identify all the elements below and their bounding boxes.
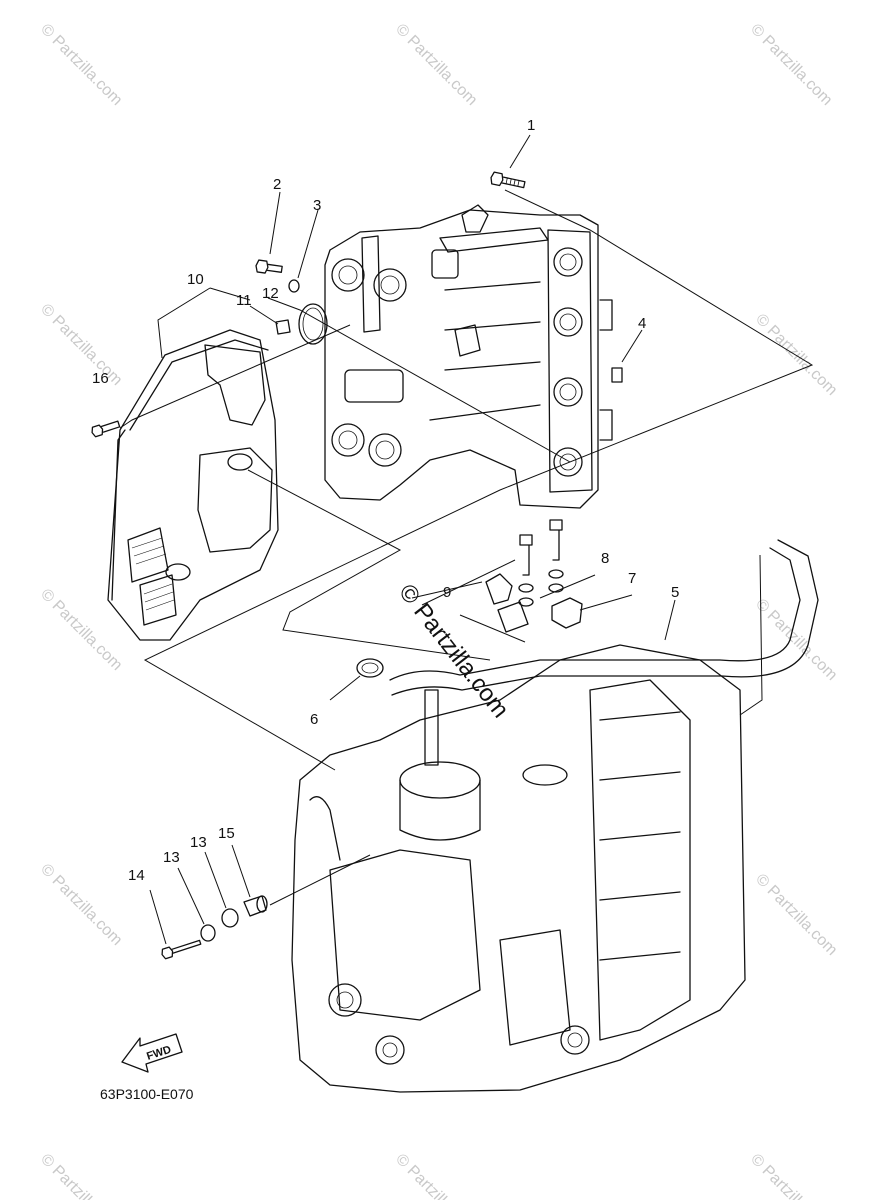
callout-11: 11 <box>236 292 252 309</box>
bolt-16 <box>91 420 121 438</box>
watermark-tr: © Partzilla.com <box>747 21 835 109</box>
callout-13b: 13 <box>190 834 207 851</box>
watermark-bl: © Partzilla.com <box>37 1151 125 1200</box>
callout-8: 8 <box>601 550 609 567</box>
bolts-8 <box>518 519 564 607</box>
callout-5: 5 <box>671 584 679 601</box>
watermark-tl: © Partzilla.com <box>37 21 125 109</box>
pin-4 <box>611 367 623 383</box>
watermark-ml: © Partzilla.com <box>37 301 125 389</box>
watermark-tc: © Partzilla.com <box>392 21 480 109</box>
fwd-arrow-icon: FWD <box>121 1033 183 1073</box>
hose-5 <box>389 539 819 696</box>
powerhead-block <box>291 644 746 1093</box>
watermark-l3: © Partzilla.com <box>37 861 125 949</box>
clip-9 <box>485 573 529 633</box>
watermark-r3: © Partzilla.com <box>752 871 840 959</box>
callout-1: 1 <box>527 117 535 134</box>
callout-7: 7 <box>628 570 636 587</box>
callout-labels: 1 2 3 4 5 6 7 8 9 10 11 12 13 13 14 15 1… <box>92 117 679 884</box>
collar-13b <box>221 908 239 928</box>
dowel-11 <box>275 319 291 335</box>
callout-9: 9 <box>443 584 451 601</box>
callout-6: 6 <box>310 711 318 728</box>
watermark-bc: © Partzilla.com <box>392 1151 480 1200</box>
bolt-2 <box>255 259 283 274</box>
diagram-code: 63P3100-E070 <box>100 1086 194 1102</box>
grommet-15 <box>243 895 268 917</box>
callout-4: 4 <box>638 315 646 332</box>
callout-16: 16 <box>92 370 109 387</box>
bolt-14 <box>161 939 202 960</box>
intake-silencer <box>107 329 279 641</box>
callout-2: 2 <box>273 176 281 193</box>
callout-3: 3 <box>313 197 321 214</box>
hose-clamp-6 <box>356 658 384 678</box>
callout-13a: 13 <box>163 849 180 866</box>
bracket-7 <box>551 597 583 629</box>
callout-12: 12 <box>262 285 279 302</box>
bolt-1 <box>490 171 526 189</box>
collar-13a <box>200 924 216 942</box>
leader-lines <box>119 134 814 945</box>
watermark-br: © Partzilla.com <box>747 1151 835 1200</box>
washer-3 <box>288 279 300 293</box>
watermark-r2: © Partzilla.com <box>752 596 840 684</box>
o-ring-12 <box>298 303 328 345</box>
callout-14: 14 <box>128 867 145 884</box>
callout-10: 10 <box>187 271 204 288</box>
intake-manifold <box>324 204 613 509</box>
callout-15: 15 <box>218 825 235 842</box>
